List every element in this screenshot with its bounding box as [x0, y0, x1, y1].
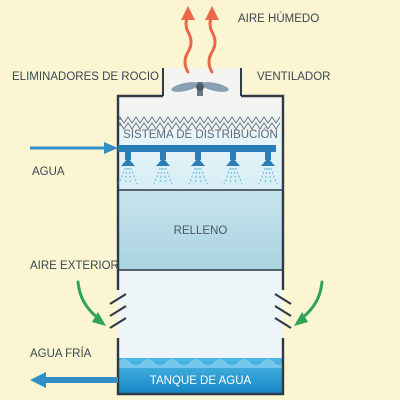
louvers-right: [274, 293, 292, 329]
tank-water-surface: [118, 359, 283, 368]
label-ventilador: VENTILADOR: [257, 71, 331, 83]
spray-nozzle-icon: [153, 152, 173, 185]
label-sistema: SISTEMA DE DISTRIBUCIÓN: [123, 128, 278, 141]
label-relleno: RELLENO: [174, 225, 228, 237]
air-in-arrows: [76, 280, 324, 320]
air-in-arrowhead-right: [294, 312, 308, 326]
air-inlet-zone: [118, 270, 283, 358]
drift-eliminators: [119, 115, 281, 130]
label-aire-humedo: AIRE HÚMEDO: [238, 12, 319, 25]
air-out-arrowhead: [181, 6, 195, 20]
drift-eliminator-zone: [118, 112, 283, 132]
label-aire-exterior: AIRE EXTERIOR: [30, 260, 119, 272]
label-eliminadores: ELIMINADORES DE ROCIO: [12, 71, 159, 83]
spray-nozzle-icon: [258, 152, 278, 185]
air-in-arrowhead-left: [92, 312, 106, 326]
cold-water-outlet: [30, 372, 118, 388]
label-agua: AGUA: [32, 166, 65, 178]
spray-nozzle-icon: [223, 152, 243, 185]
distribution-pipe: [118, 145, 276, 152]
label-agua-fria: AGUA FRÍA: [30, 347, 92, 360]
louvers-left: [109, 293, 127, 329]
spray-nozzles: [118, 152, 278, 185]
water-inlet: [30, 142, 276, 154]
spray-nozzle-icon: [188, 152, 208, 185]
air-out-arrowhead: [205, 6, 219, 20]
label-tanque: TANQUE DE AGUA: [150, 375, 252, 387]
spray-nozzle-icon: [118, 152, 138, 185]
air-out-arrows: [183, 14, 217, 74]
fill-media: [118, 190, 283, 270]
fan-icon: [171, 82, 229, 96]
